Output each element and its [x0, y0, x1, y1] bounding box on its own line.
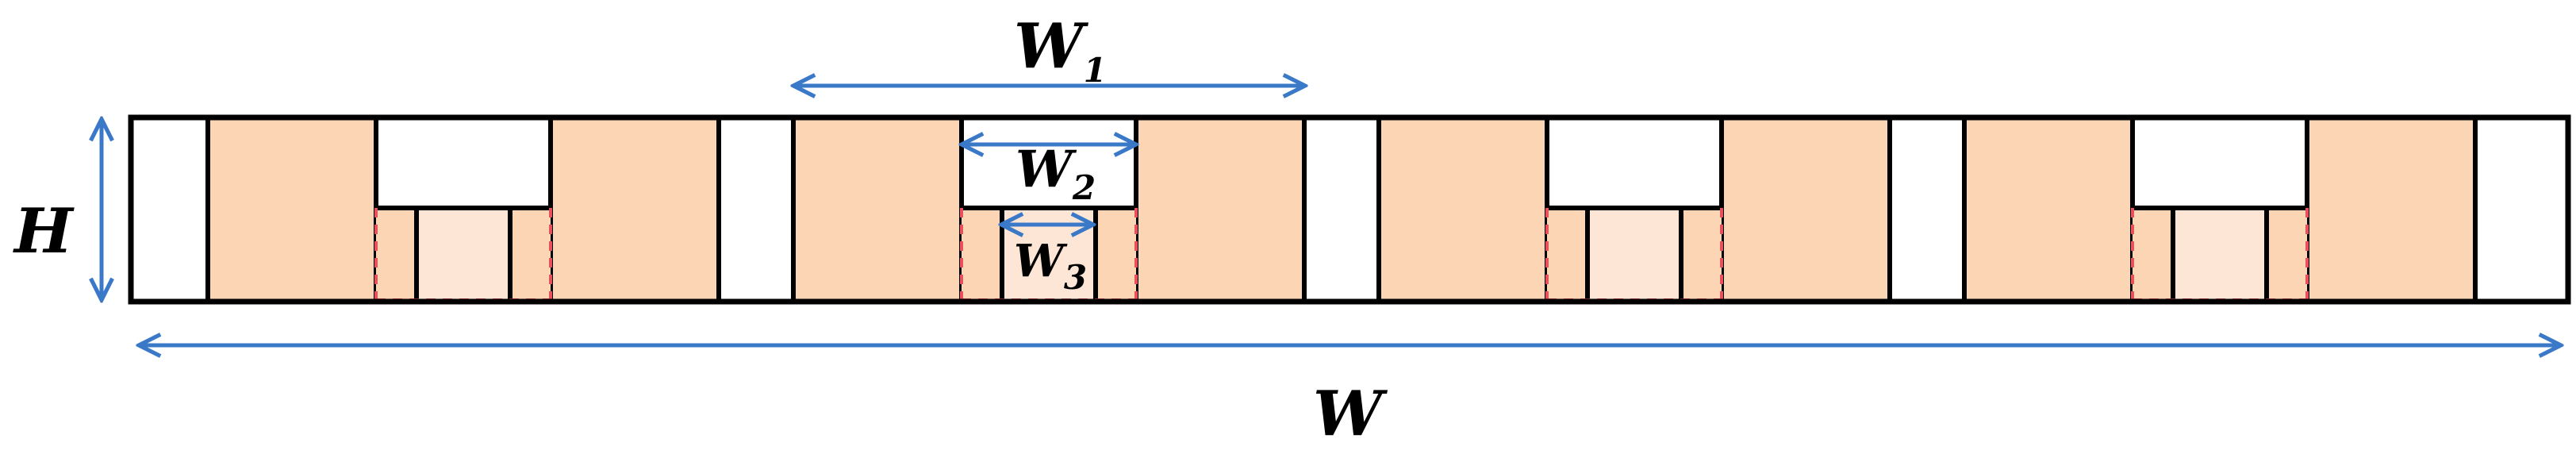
- w3-label: W3: [1014, 235, 1087, 297]
- w-label: W: [1313, 378, 1388, 450]
- slot-cavity: [1545, 115, 1724, 210]
- left-pad: [791, 115, 964, 304]
- outer-frame: [128, 114, 2571, 305]
- w2-label: W2: [1015, 140, 1096, 207]
- w1-label: W1: [1014, 10, 1107, 90]
- left-pad: [1376, 115, 1549, 304]
- left-pad: [205, 115, 378, 304]
- center-post: [2171, 206, 2269, 304]
- left-pad: [1962, 115, 2135, 304]
- right-pad: [1134, 115, 1307, 304]
- slot-cavity: [2130, 115, 2309, 210]
- right-pad: [2305, 115, 2478, 304]
- right-pad: [548, 115, 721, 304]
- unit-cells: [205, 115, 2478, 304]
- slot-cavity: [374, 115, 553, 210]
- right-pad: [1719, 115, 1892, 304]
- center-post: [1585, 206, 1683, 304]
- h-label: H: [13, 195, 75, 267]
- center-post: [414, 206, 513, 304]
